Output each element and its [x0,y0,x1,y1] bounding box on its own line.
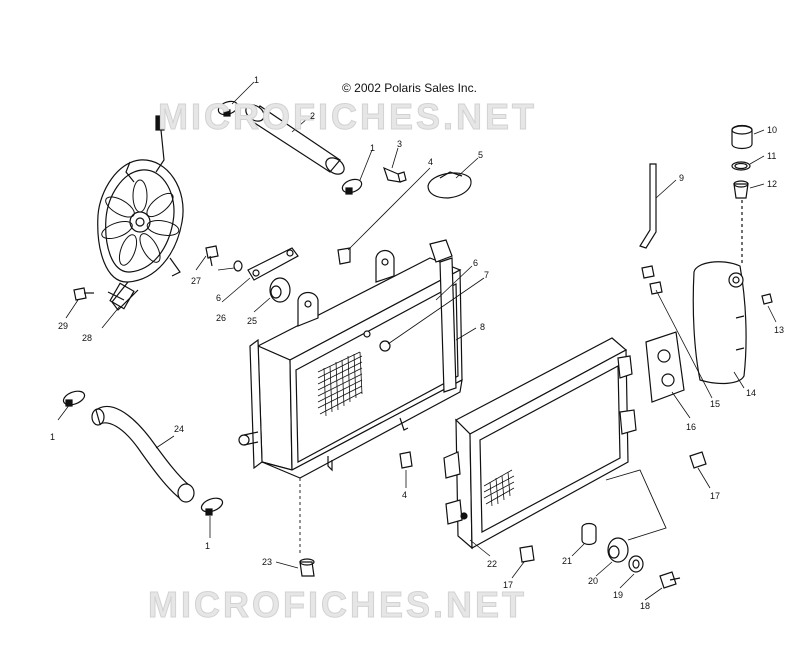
callout-1: 1 [254,75,260,85]
callout-23: 23 [262,557,273,567]
vent-tube [639,163,657,249]
upper-hose [245,104,345,175]
callout-27: 27 [191,276,202,286]
callout-29: 29 [58,321,69,331]
callout-17: 17 [503,580,514,590]
assembly-lines [299,469,667,556]
mount-hardware-lower [581,522,681,589]
callout-1: 1 [50,432,56,442]
callout-17: 17 [710,491,721,501]
watermark-bottom: MICROFICHES.NET [147,584,528,626]
cooling-fan [97,115,184,311]
callout-1: 1 [370,143,376,153]
clips [337,247,413,469]
callout-26: 26 [216,313,227,323]
hose-fitting [641,265,663,295]
callout-28: 28 [82,333,93,343]
bolts-17 [519,451,707,563]
radiator-cap [427,171,472,199]
copyright-notice: © 2002 Polaris Sales Inc. [342,81,477,95]
callout-19: 19 [613,590,624,600]
bottle-cap-parts [731,124,753,199]
callout-24: 24 [174,424,185,434]
callout-12: 12 [767,179,778,189]
bottle-bracket [645,331,685,403]
callout-4: 4 [402,490,408,500]
temperature-sensor [383,166,407,183]
callout-16: 16 [686,422,697,432]
callout-9: 9 [679,173,685,183]
callout-18: 18 [640,601,651,611]
callout-22: 22 [487,559,498,569]
callout-8: 8 [480,322,486,332]
callout-10: 10 [767,125,778,135]
callout-20: 20 [588,576,599,586]
callout-6: 6 [216,293,222,303]
callout-1: 1 [205,541,211,551]
watermark-top: MICROFICHES.NET [157,96,538,138]
callout-21: 21 [562,556,573,566]
callout-3: 3 [397,139,403,149]
callout-13: 13 [774,325,785,335]
screw-29 [73,287,94,301]
callout-2: 2 [310,111,316,121]
fan-mount-hardware [205,245,299,303]
radiator-screen [443,337,637,550]
hose-clamps [62,100,363,516]
drain-plug [299,558,315,577]
radiator [238,239,463,479]
callout-7: 7 [484,270,490,280]
callout-4: 4 [428,157,434,167]
lower-hose [91,405,195,503]
callout-5: 5 [478,150,484,160]
callout-14: 14 [746,388,757,398]
leader-lines [57,81,777,601]
screw-13 [761,293,773,305]
callout-25: 25 [247,316,258,326]
overflow-bottle [692,200,747,385]
callout-15: 15 [710,399,721,409]
callout-6: 6 [473,258,479,268]
callout-11: 11 [767,151,777,161]
